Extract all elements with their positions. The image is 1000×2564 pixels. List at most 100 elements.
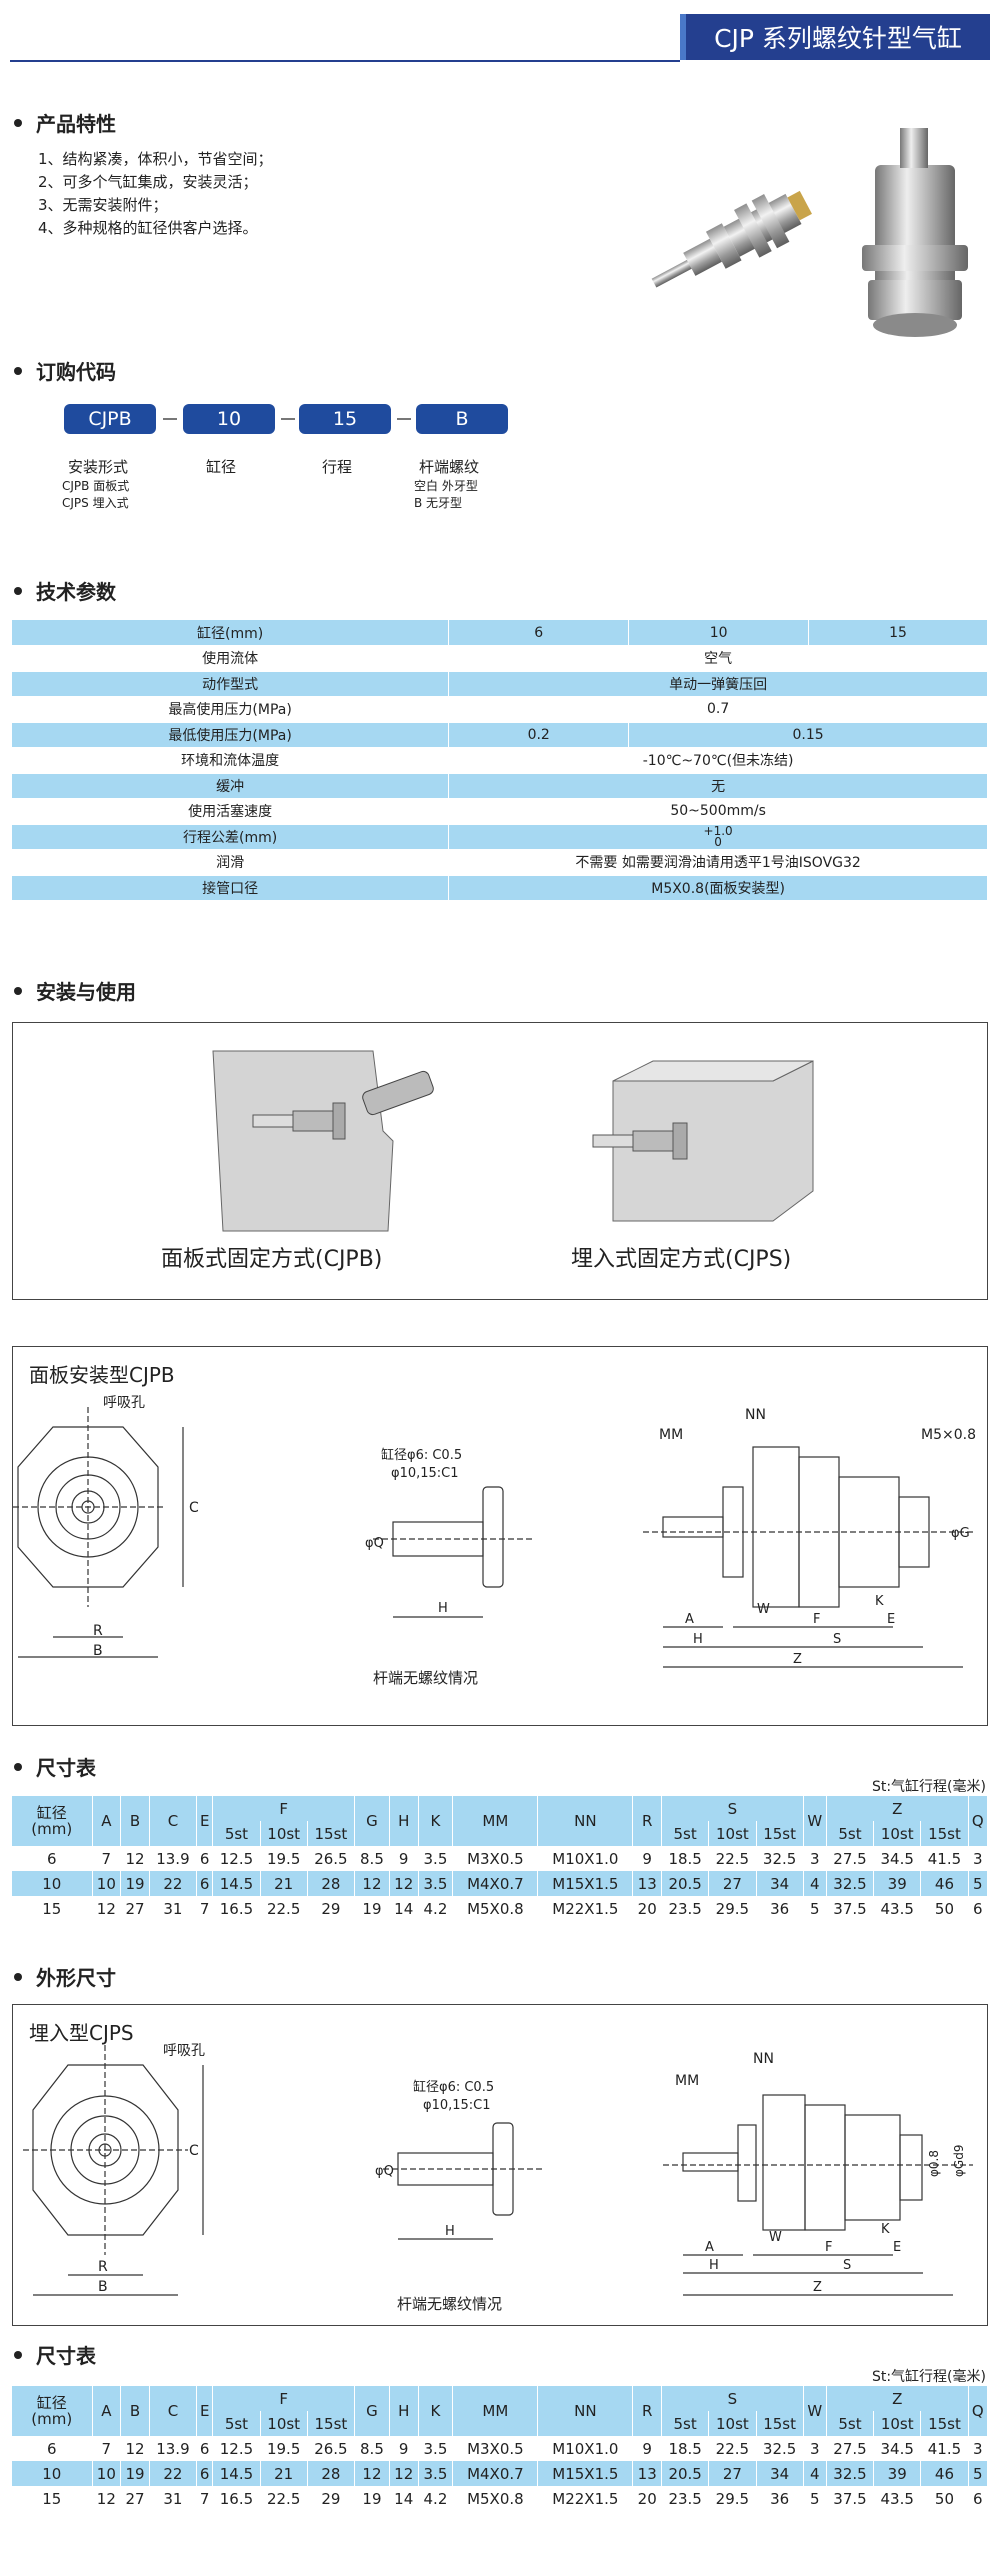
table-row: 使用流体空气: [12, 645, 988, 672]
svg-text:E: E: [887, 1612, 895, 1627]
table-cell: 28: [307, 2461, 356, 2486]
svg-text:杆端无螺纹情况: 杆端无螺纹情况: [373, 1669, 478, 1687]
table-cell: 12.5: [212, 1846, 261, 1871]
table-cell: 14.5: [212, 2461, 261, 2486]
table-cell: 10: [92, 2461, 122, 2486]
table-cell: 29.5: [708, 2486, 757, 2511]
table-cell: 5: [803, 1896, 827, 1921]
table-cell: M5X0.8: [452, 1896, 539, 1921]
section-order: 订购代码: [14, 356, 116, 385]
table-cell: 29: [307, 1896, 356, 1921]
code-dash: [397, 418, 411, 420]
table-cell: 36: [756, 2486, 804, 2511]
table-cell: 21: [260, 1871, 308, 1896]
table-cell: 19.5: [260, 1846, 308, 1871]
table-cell: 27: [120, 1896, 150, 1921]
svg-text:S: S: [843, 2258, 851, 2273]
embed-drawing-box: 埋入型CJPS 呼吸孔 R B C 缸径φ6: C0.5 φ10,15:C1 φ…: [12, 2004, 988, 2326]
svg-text:W: W: [757, 1602, 770, 1617]
svg-text:S: S: [833, 1632, 841, 1647]
table-cell: 12: [92, 1896, 122, 1921]
table-cell: 7: [196, 1896, 214, 1921]
svg-text:φ0.8: φ0.8: [927, 2150, 941, 2177]
table-row: 动作型式单动一弹簧压回: [12, 671, 988, 697]
bullet-icon: [14, 118, 22, 127]
table-cell: 20: [632, 1896, 663, 1921]
table-cell: 27: [708, 2461, 757, 2486]
table-cell: 19: [120, 1871, 150, 1896]
table-cell: 31: [149, 2486, 198, 2511]
page-title: CJP 系列螺纹针型气缸: [680, 14, 990, 60]
table-cell: 13: [632, 2461, 663, 2486]
table-cell: 3.5: [418, 2461, 454, 2486]
table-cell: 37.5: [826, 2486, 875, 2511]
feature-item: 1、结构紧凑，体积小，节省空间；: [38, 150, 273, 168]
table-cell: 34.5: [873, 2436, 922, 2461]
bullet-icon: [14, 2350, 22, 2359]
code-label-thread: 杆端螺纹: [419, 458, 480, 476]
table-cell: 8.5: [354, 2436, 390, 2461]
table-cell: 37.5: [826, 1896, 875, 1921]
table-cell: 3: [803, 1846, 827, 1871]
code-dash: [163, 418, 177, 420]
svg-text:呼吸孔: 呼吸孔: [163, 2043, 205, 2059]
table-cell: 43.5: [873, 2486, 922, 2511]
svg-text:B: B: [93, 1643, 103, 1659]
stroke-note: St:气缸行程(毫米): [871, 1779, 986, 1795]
table-cell: 3.5: [418, 1846, 454, 1871]
table-cell: 28: [307, 1871, 356, 1896]
table-cell: 41.5: [920, 2436, 969, 2461]
svg-text:F: F: [813, 1612, 820, 1627]
svg-text:F: F: [825, 2240, 832, 2255]
table-cell: 5: [803, 2486, 827, 2511]
bullet-icon: [14, 1972, 22, 1981]
table-cell: M4X0.7: [452, 1871, 539, 1896]
feature-item: 2、可多个气缸集成，安装灵活；: [38, 173, 258, 191]
table-cell: 32.5: [756, 1846, 804, 1871]
bullet-icon: [14, 986, 22, 995]
table-cell: M5X0.8: [452, 2486, 539, 2511]
svg-text:M5×0.8: M5×0.8: [921, 1427, 976, 1443]
table-cell: 50: [920, 2486, 969, 2511]
svg-text:φ10,15:C1: φ10,15:C1: [391, 1466, 459, 1481]
order-code: CJPB 10 15 B 安装形式 缸径 行程 杆端螺纹 CJPB 面板式 CJ…: [62, 404, 524, 514]
table-cell: 12: [389, 2461, 419, 2486]
table-cell: 9: [632, 2436, 663, 2461]
table-cell: 10: [12, 2461, 93, 2486]
table-cell: 6: [196, 1871, 214, 1896]
table-cell: 22.5: [708, 2436, 757, 2461]
table-cell: 36: [756, 1896, 804, 1921]
table-cell: 5: [968, 2461, 989, 2486]
table-row: 缓冲无: [12, 773, 988, 799]
section-dim1: 尺寸表: [14, 1752, 96, 1781]
table-cell: 31: [149, 1896, 198, 1921]
code-label-stroke: 行程: [322, 458, 353, 476]
table-cell: 6: [968, 1896, 989, 1921]
code-mount: CJPB: [64, 404, 156, 434]
table-cell: 32.5: [826, 1871, 875, 1896]
svg-text:H: H: [438, 1601, 448, 1616]
svg-text:NN: NN: [753, 2051, 774, 2067]
product-photo: [651, 128, 968, 337]
table-cell: 6: [12, 2436, 93, 2461]
code-label-bore: 缸径: [206, 458, 237, 476]
table-cell: 20.5: [661, 1871, 710, 1896]
table-cell: 3.5: [418, 1871, 454, 1896]
table-cell: 6: [196, 2461, 214, 2486]
svg-text:杆端无螺纹情况: 杆端无螺纹情况: [397, 2295, 502, 2313]
table-cell: 23.5: [661, 2486, 710, 2511]
svg-text:H: H: [445, 2224, 455, 2239]
install-box: 面板式固定方式(CJPB) 埋入式固定方式(CJPS): [12, 1022, 988, 1300]
svg-text:W: W: [769, 2230, 782, 2245]
svg-text:R: R: [98, 2259, 108, 2275]
table-cell: M22X1.5: [537, 1896, 634, 1921]
table-cell: 19: [354, 1896, 390, 1921]
svg-text:φG: φG: [951, 1526, 970, 1541]
table-cell: 6: [196, 1846, 214, 1871]
table-cell: 12: [354, 1871, 390, 1896]
table-cell: M15X1.5: [537, 1871, 634, 1896]
table-cell: M4X0.7: [452, 2461, 539, 2486]
table-cell: 3: [968, 2436, 989, 2461]
